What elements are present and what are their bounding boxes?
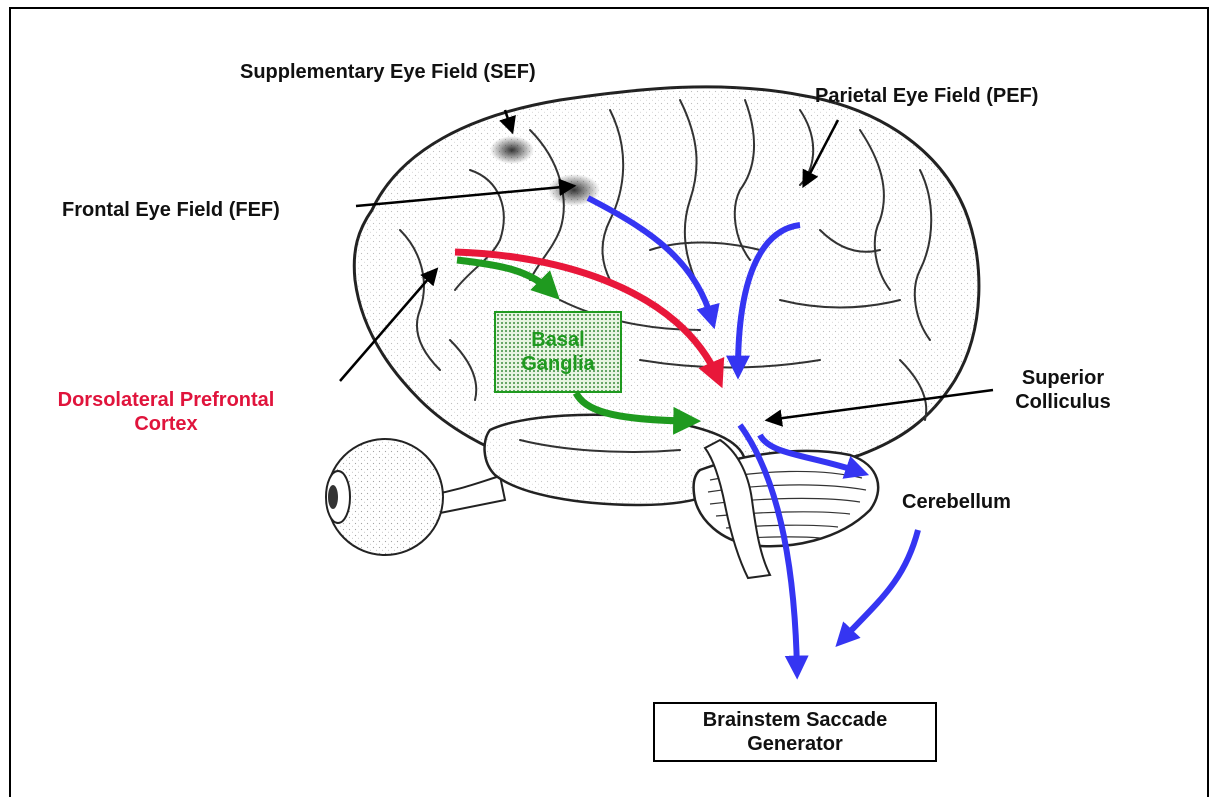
fef-label: Frontal Eye Field (FEF)	[62, 198, 280, 222]
brainstem-saccade-generator-box: Brainstem Saccade Generator	[653, 702, 937, 762]
basal-ganglia-box: Basal Ganglia	[494, 311, 622, 393]
dlpfc-label: Dorsolateral Prefrontal Cortex	[26, 388, 306, 436]
basal-ganglia-label: Basal Ganglia	[521, 328, 594, 376]
eyeball	[326, 439, 505, 555]
brainstem-saccade-generator-label: Brainstem Saccade Generator	[703, 708, 888, 756]
pef-label: Parietal Eye Field (PEF)	[815, 84, 1038, 108]
cerebellum-label: Cerebellum	[902, 490, 1011, 514]
brain-illustration	[326, 87, 979, 578]
superior-colliculus-label: Superior Colliculus	[998, 366, 1128, 414]
sef-label: Supplementary Eye Field (SEF)	[240, 60, 536, 84]
blue-pathway-cerebellum-to-brainstem	[842, 530, 918, 640]
